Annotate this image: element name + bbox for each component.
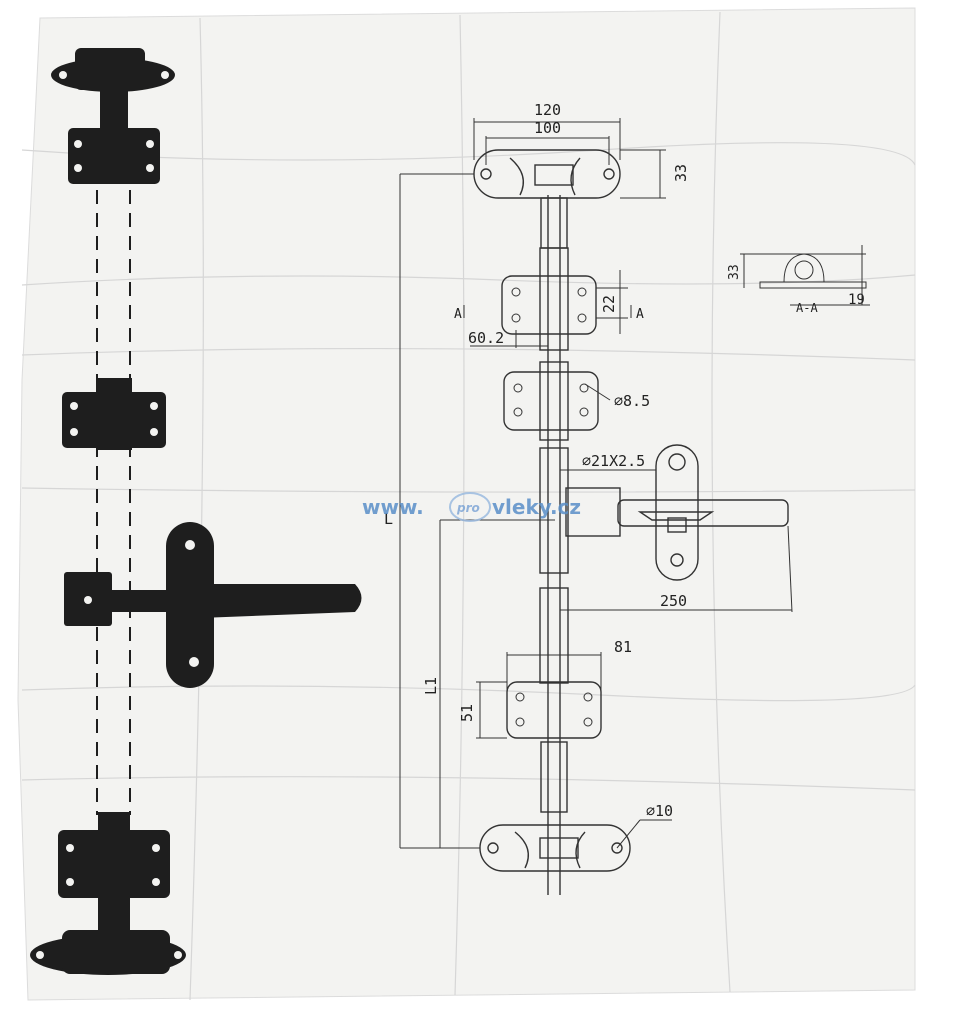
- dim-100: 100: [534, 119, 561, 137]
- section-mark-right: A: [636, 307, 644, 322]
- dim-10: ⌀10: [646, 802, 673, 820]
- dim-81: 81: [614, 638, 632, 656]
- watermark-badge: pro: [456, 501, 480, 515]
- right-technical-drawing: [399, 118, 870, 895]
- middle-guide-bracket-part: [62, 378, 166, 450]
- dim-60-2: 60.2: [468, 329, 504, 347]
- handle-assembly-part: [64, 522, 362, 688]
- dim-250: 250: [660, 592, 687, 610]
- second-bracket-drawing: [503, 361, 599, 441]
- top-cam-keeper-part: [51, 48, 175, 184]
- dim-120: 120: [534, 101, 561, 119]
- section-dim-19: 19: [848, 292, 865, 308]
- dim-l: L: [384, 510, 393, 528]
- section-mark-left: A: [454, 307, 462, 322]
- dimension-labels: 120 100 33 22 A A 60.2 ⌀8.5 ⌀21X2.5 250 …: [384, 101, 865, 820]
- upper-bracket-drawing: [501, 247, 597, 351]
- bottom-cam-keeper-part: [30, 812, 186, 975]
- section-label-aa: A-A: [796, 301, 818, 315]
- lower-bracket-drawing: [506, 587, 602, 739]
- watermark-badge-circle: [449, 492, 491, 522]
- dim-33-top: 33: [672, 164, 690, 182]
- section-dim-33: 33: [727, 264, 742, 280]
- rod-centerlines: [96, 190, 131, 815]
- watermark: www. pro vleky.cz: [362, 492, 581, 522]
- watermark-prefix: www.: [362, 495, 424, 519]
- dim-8-5: ⌀8.5: [614, 392, 650, 410]
- dim-22: 22: [600, 295, 618, 313]
- dimension-lines: [399, 118, 793, 849]
- handle-drawing: [539, 444, 789, 581]
- dim-21x2-5: ⌀21X2.5: [582, 452, 645, 470]
- dim-l1: L1: [422, 677, 440, 695]
- dim-51: 51: [458, 704, 476, 722]
- section-aa-detail: [740, 245, 870, 306]
- watermark-suffix: vleky.cz: [492, 495, 581, 519]
- left-parts-illustration: [30, 48, 362, 975]
